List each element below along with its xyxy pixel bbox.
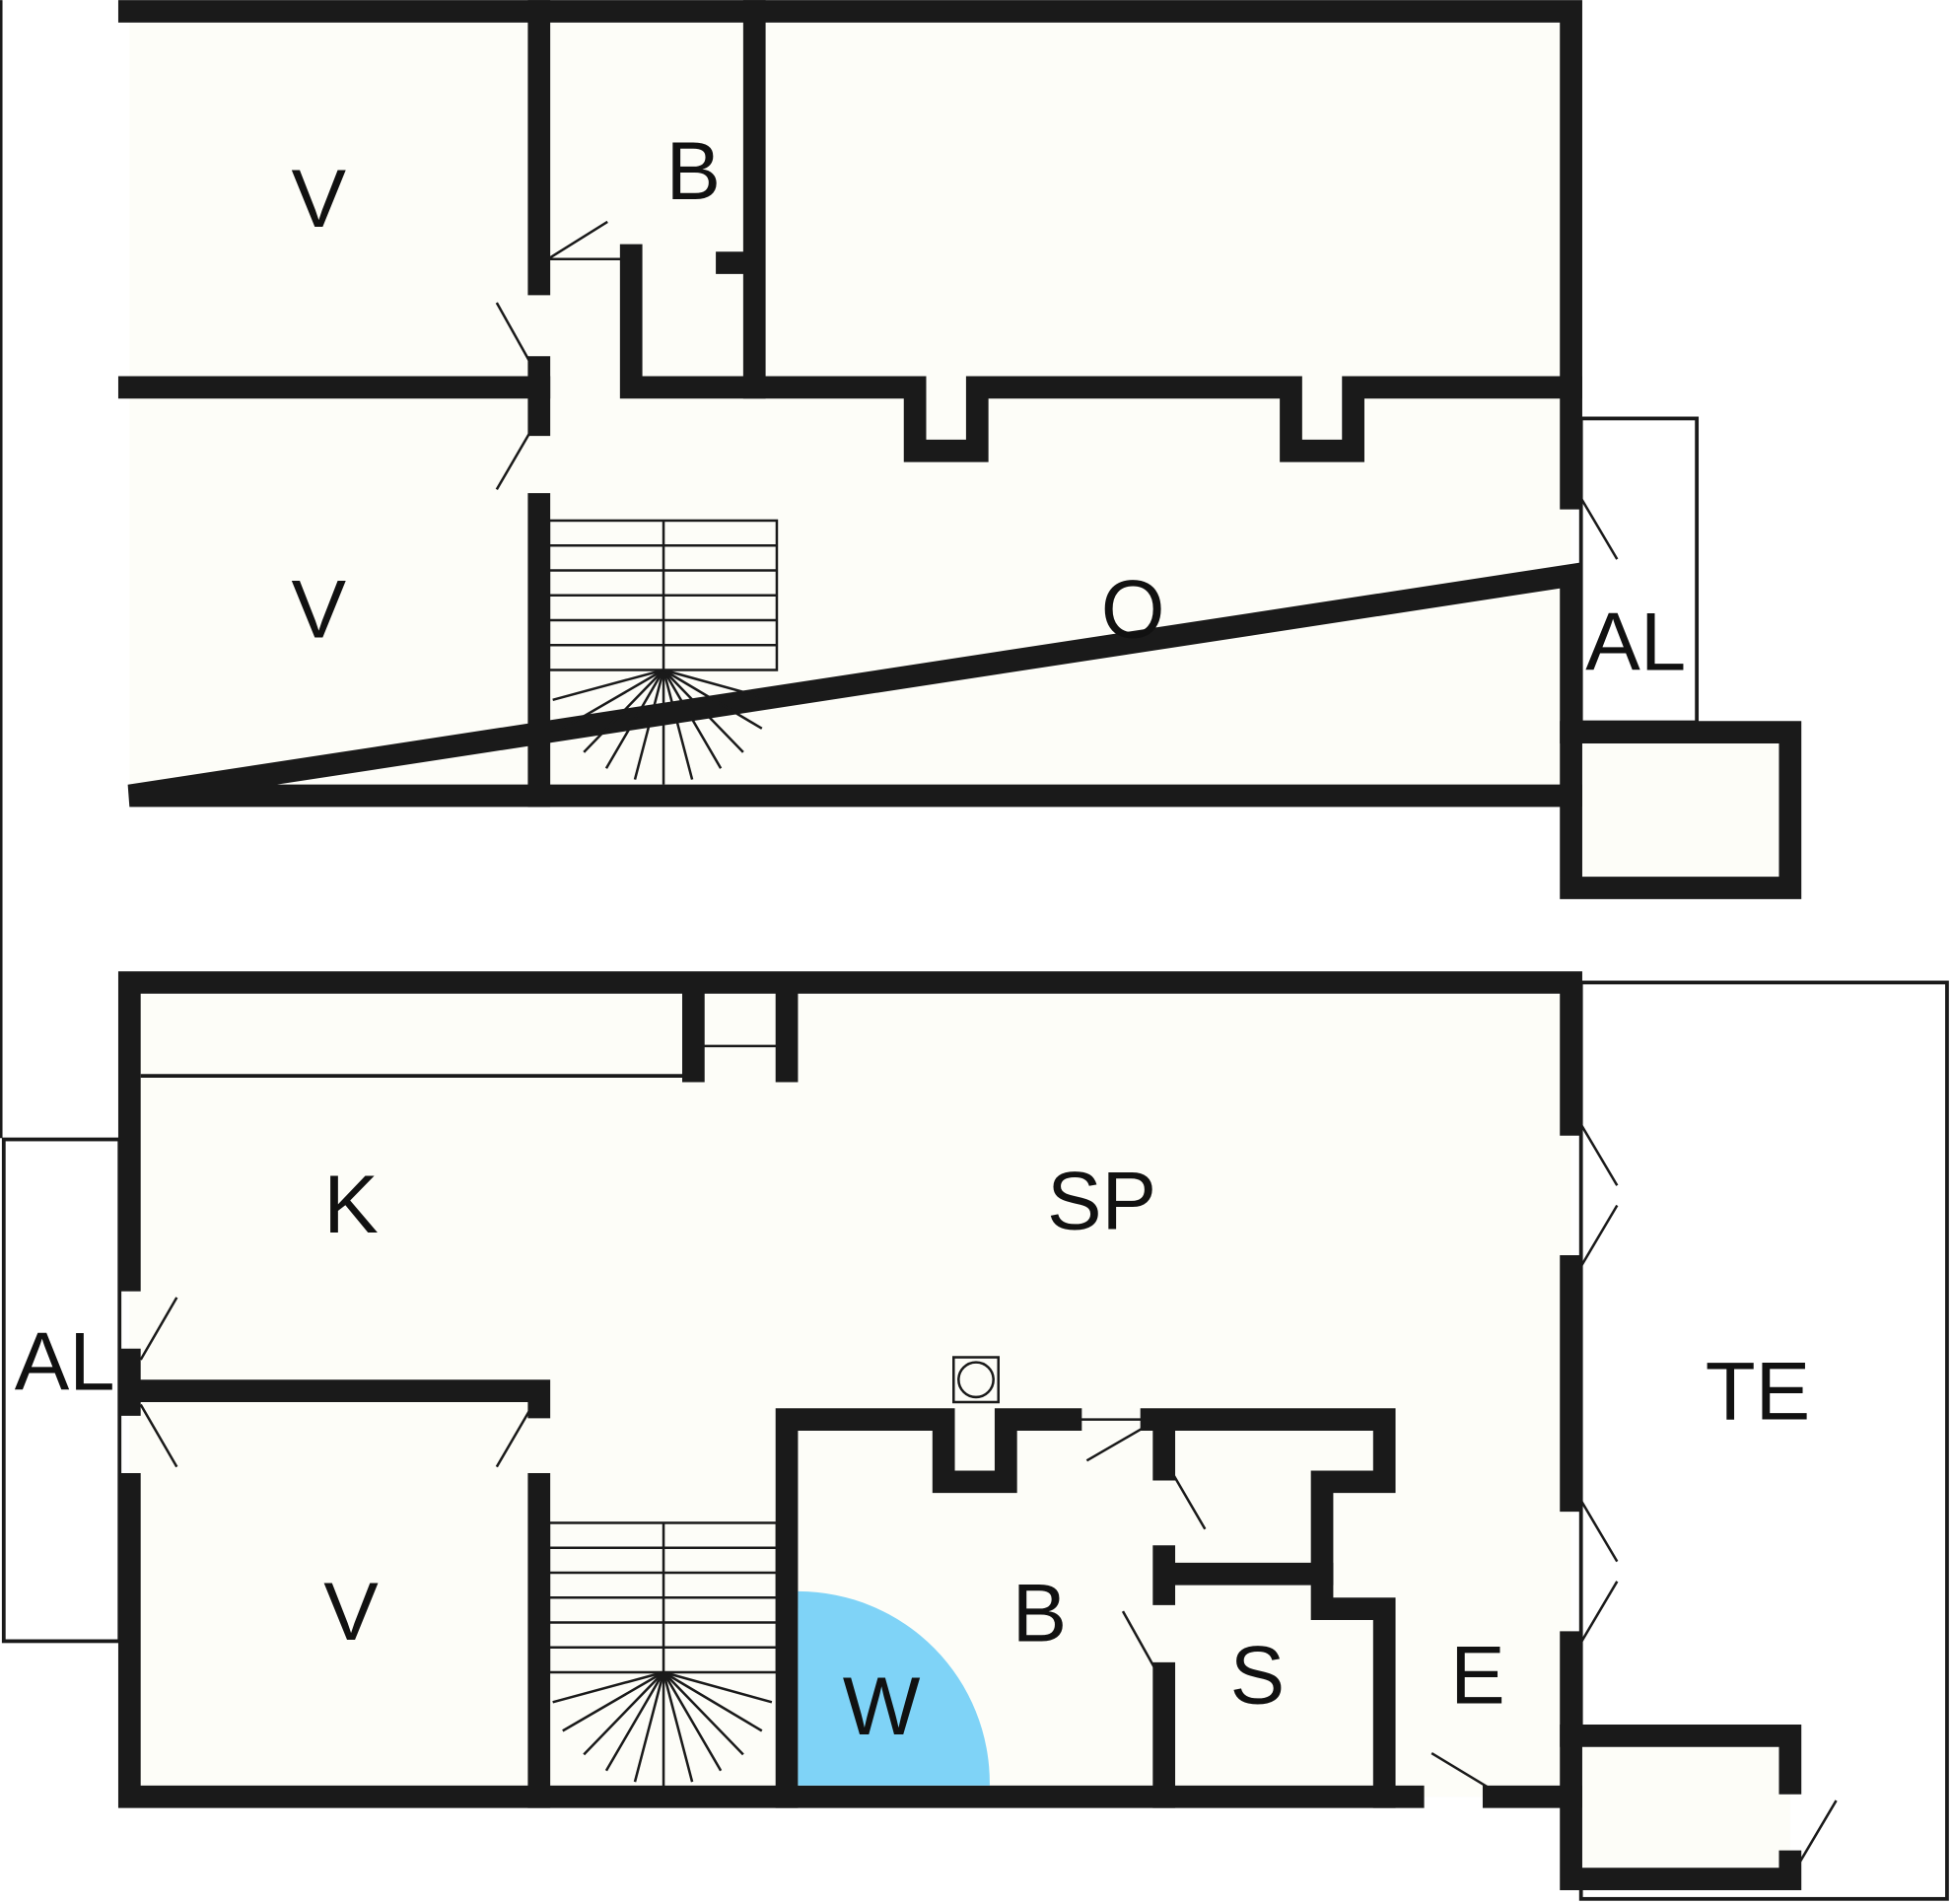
room-label-bedroom-1: V <box>291 153 346 245</box>
room-label-bedroom-2: V <box>291 564 346 656</box>
shower-area <box>798 1590 990 1786</box>
ground-staircase <box>547 1521 779 1788</box>
room-label-storage: S <box>1230 1630 1286 1722</box>
room-label-bedroom: V <box>323 1566 379 1657</box>
room-label-washer: W <box>843 1660 921 1752</box>
room-label-bathroom: B <box>1012 1567 1068 1658</box>
room-label-entrance: E <box>1450 1630 1505 1722</box>
room-label-kitchen: K <box>323 1159 379 1250</box>
upper-staircase <box>547 519 779 785</box>
room-label-terrace: TE <box>1706 1346 1810 1438</box>
room-label-living: SP <box>1047 1155 1156 1246</box>
room-label-upper-balcony: AL <box>1585 596 1686 687</box>
room-label-open-area: O <box>1101 564 1165 656</box>
upper-floor: V B V O AL <box>117 0 1802 899</box>
ground-floor: K SP AL TE V B W S E <box>1 971 1949 1901</box>
room-label-bathroom: B <box>666 125 722 217</box>
stove <box>952 1356 1000 1404</box>
room-label-ground-balcony: AL <box>15 1315 115 1407</box>
